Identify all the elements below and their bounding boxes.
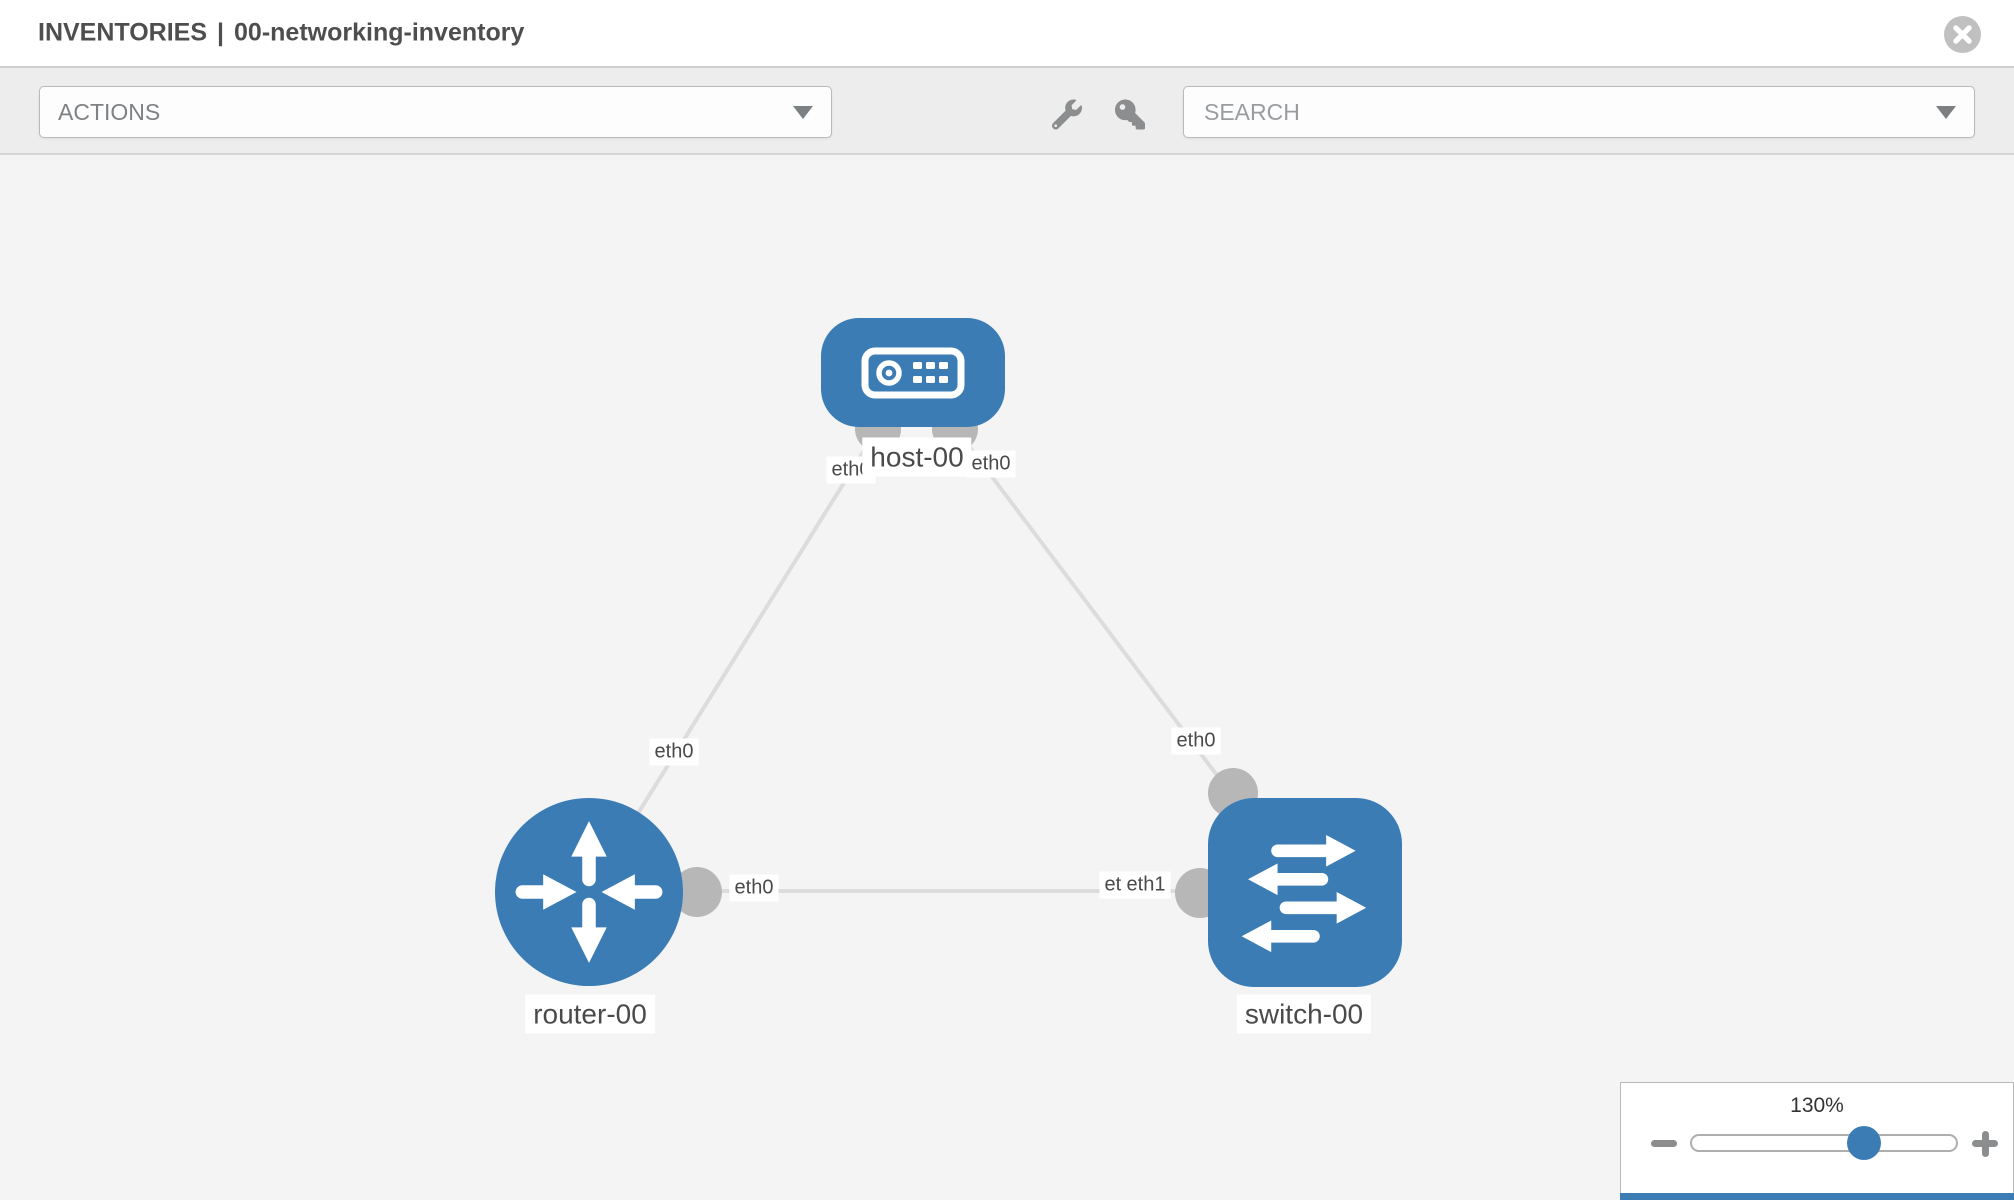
zoom-out-button[interactable]	[1651, 1140, 1677, 1147]
close-icon	[1953, 25, 1972, 44]
header: INVENTORIES | 00-networking-inventory	[0, 0, 2014, 68]
node-label-host-00: host-00	[862, 437, 972, 477]
chevron-down-icon	[1936, 105, 1956, 119]
interface-label-eth0: eth0	[729, 874, 779, 902]
topology-canvas[interactable]	[0, 155, 2014, 1200]
zoom-level-label: 130%	[1790, 1094, 1844, 1117]
node-label-router-00: router-00	[525, 994, 655, 1034]
zoom-in-button[interactable]	[1972, 1130, 1998, 1157]
zoom-panel: 130%	[1620, 1082, 2014, 1200]
node-host-00[interactable]	[821, 318, 1005, 427]
breadcrumb-section: INVENTORIES	[38, 18, 208, 47]
zoom-slider-track[interactable]	[1690, 1134, 1958, 1152]
interface-label-eth1: eth1	[1121, 871, 1171, 899]
inventory-name: 00-networking-inventory	[234, 18, 525, 47]
close-button[interactable]	[1944, 16, 1981, 53]
interface-label-eth0: eth0	[966, 450, 1016, 478]
node-router-00[interactable]	[495, 798, 683, 986]
actions-dropdown-label: ACTIONS	[58, 98, 161, 125]
interface-dot	[672, 867, 722, 917]
node-switch-00[interactable]	[1208, 798, 1402, 987]
bottom-accent-strip	[1620, 1193, 2014, 1200]
credentials-button[interactable]	[1109, 93, 1151, 135]
host-icon	[861, 347, 965, 398]
chevron-down-icon	[793, 105, 813, 119]
key-icon	[1115, 99, 1145, 129]
wrench-icon	[1052, 99, 1082, 130]
toolbar: ACTIONS	[0, 68, 2014, 155]
switch-icon	[1241, 834, 1367, 952]
actions-dropdown[interactable]: ACTIONS	[39, 86, 832, 138]
breadcrumb-separator: |	[217, 18, 225, 47]
interface-label-eth0: eth0	[649, 738, 699, 766]
zoom-slider-knob[interactable]	[1847, 1126, 1881, 1160]
search-input[interactable]	[1202, 97, 1924, 127]
page-title: INVENTORIES | 00-networking-inventory	[38, 19, 524, 48]
node-label-switch-00: switch-00	[1236, 994, 1372, 1034]
search-box[interactable]	[1183, 86, 1975, 138]
topology-links-layer	[587, 370, 1307, 918]
interface-label-eth0: eth0	[1171, 727, 1221, 755]
router-icon	[515, 821, 663, 963]
tools-button[interactable]	[1046, 93, 1088, 135]
